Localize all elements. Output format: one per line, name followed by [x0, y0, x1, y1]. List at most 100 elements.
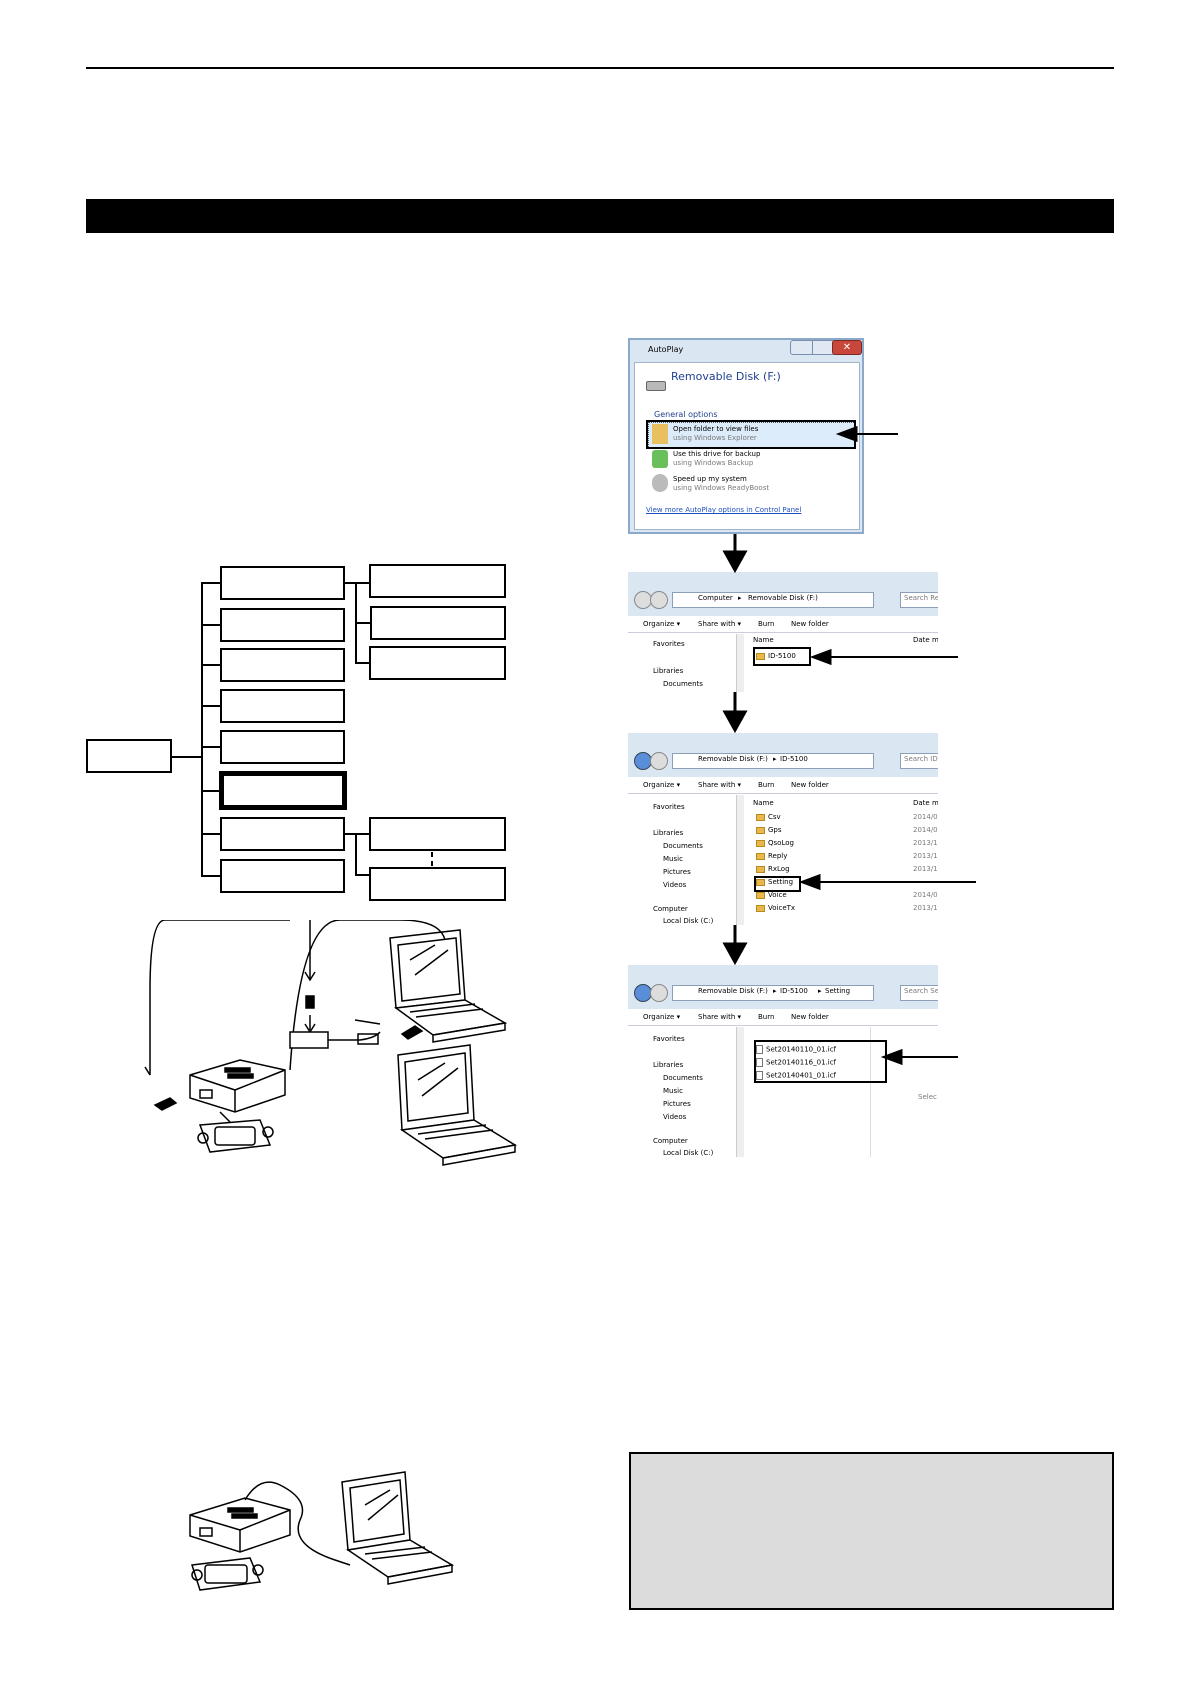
toolbar-new-folder[interactable]: New folder: [791, 781, 829, 789]
folder-label: ID-5100: [768, 652, 796, 660]
radio-sd-card-laptop-illustration: [144, 920, 518, 1166]
date-cell: 2013/1: [913, 839, 938, 847]
tree-box-1: [220, 566, 345, 600]
list-item[interactable]: QsoLog: [756, 839, 795, 852]
search-input[interactable]: [900, 592, 938, 608]
search-input[interactable]: [900, 753, 938, 769]
tree-sub-box-3: [369, 646, 506, 680]
breadcrumb-disk[interactable]: Removable Disk (F:): [698, 755, 768, 763]
column-name[interactable]: Name: [753, 799, 774, 807]
toolbar-burn[interactable]: Burn: [758, 1013, 775, 1021]
list-item[interactable]: Set20140110_01.icf: [756, 1045, 836, 1058]
list-item[interactable]: Set20140401_01.icf: [756, 1071, 836, 1084]
nav-music[interactable]: Music: [663, 855, 683, 863]
file-label: Set20140116_01.icf: [766, 1058, 837, 1067]
nav-libraries[interactable]: Libraries: [653, 667, 684, 675]
folder-id-5100[interactable]: ID-5100: [756, 652, 796, 661]
address-bar[interactable]: [672, 753, 874, 769]
nav-pictures[interactable]: Pictures: [663, 868, 691, 876]
forward-button[interactable]: [650, 591, 668, 609]
search-placeholder: Search Re: [904, 594, 938, 602]
toolbar-burn[interactable]: Burn: [758, 781, 775, 789]
search-placeholder: Search Se: [904, 987, 938, 995]
tree-sub-box-2: [370, 606, 506, 640]
breadcrumb-disk[interactable]: Removable Disk (F:): [748, 594, 818, 602]
highlight-setting-folder: [754, 876, 801, 892]
tree-box-5: [220, 730, 345, 764]
toolbar-share[interactable]: Share with ▾: [698, 620, 742, 628]
list-item[interactable]: Setting: [756, 878, 795, 891]
nav-scrollbar[interactable]: [736, 795, 744, 925]
list-item[interactable]: Csv: [756, 813, 795, 826]
close-button[interactable]: ✕: [832, 340, 862, 355]
folder-label: RxLog: [768, 865, 790, 873]
nav-documents[interactable]: Documents: [663, 1074, 703, 1082]
option-label[interactable]: Speed up my system: [673, 475, 747, 483]
list-item[interactable]: Voice: [756, 891, 795, 904]
folder-label: Voice: [768, 891, 787, 899]
nav-videos[interactable]: Videos: [663, 1113, 687, 1121]
toolbar-organize[interactable]: Organize ▾: [643, 1013, 681, 1021]
nav-scrollbar[interactable]: [736, 634, 744, 692]
window-controls: ✕: [790, 340, 862, 355]
breadcrumb-separator: ▸: [773, 755, 777, 763]
toolbar-organize[interactable]: Organize ▾: [643, 620, 681, 628]
file-label: Set20140110_01.icf: [766, 1045, 837, 1054]
address-bar[interactable]: [672, 592, 874, 608]
highlight-setting-files: [754, 1040, 887, 1083]
list-item[interactable]: VoiceTx: [756, 904, 795, 917]
nav-computer[interactable]: Computer: [653, 905, 688, 913]
option-label[interactable]: Use this drive for backup: [673, 450, 761, 458]
nav-documents[interactable]: Documents: [663, 842, 703, 850]
section-header-bar: [86, 199, 1114, 233]
folder-label: Reply: [768, 852, 788, 860]
date-cell: 2013/1: [913, 904, 938, 912]
folder-label: QsoLog: [768, 839, 794, 847]
column-date[interactable]: Date m: [913, 799, 938, 807]
readyboost-icon: [652, 474, 668, 492]
column-name[interactable]: Name: [753, 636, 774, 644]
folder-icon: [756, 826, 765, 834]
nav-libraries[interactable]: Libraries: [653, 1061, 684, 1069]
toolbar-new-folder[interactable]: New folder: [791, 620, 829, 628]
forward-button[interactable]: [650, 752, 668, 770]
folder-icon: [652, 424, 668, 444]
folder-icon: [756, 652, 765, 660]
more-autoplay-link[interactable]: View more AutoPlay options in Control Pa…: [646, 506, 802, 514]
disk-name: Removable Disk (F:): [671, 370, 781, 383]
breadcrumb-id-5100[interactable]: ID-5100: [780, 755, 808, 763]
nav-documents[interactable]: Documents: [663, 680, 703, 688]
breadcrumb-disk[interactable]: Removable Disk (F:): [698, 987, 768, 995]
search-input[interactable]: [900, 985, 938, 1001]
nav-favorites[interactable]: Favorites: [653, 640, 685, 648]
breadcrumb-id-5100[interactable]: ID-5100: [780, 987, 808, 995]
option-sub: using Windows ReadyBoost: [673, 484, 770, 492]
address-bar[interactable]: [672, 985, 874, 1001]
list-item[interactable]: Set20140116_01.icf: [756, 1058, 836, 1071]
toolbar-organize[interactable]: Organize ▾: [643, 781, 681, 789]
toolbar-burn[interactable]: Burn: [758, 620, 775, 628]
toolbar-share[interactable]: Share with ▾: [698, 1013, 742, 1021]
list-item[interactable]: Gps: [756, 826, 795, 839]
nav-videos[interactable]: Videos: [663, 881, 687, 889]
list-item[interactable]: RxLog: [756, 865, 795, 878]
nav-local-disk[interactable]: Local Disk (C:): [663, 1149, 714, 1157]
nav-favorites[interactable]: Favorites: [653, 1035, 685, 1043]
nav-favorites[interactable]: Favorites: [653, 803, 685, 811]
nav-scrollbar[interactable]: [736, 1027, 744, 1157]
file-icon: [756, 1071, 763, 1080]
breadcrumb-computer[interactable]: Computer: [698, 594, 733, 602]
folder-label: Csv: [768, 813, 781, 821]
nav-pictures[interactable]: Pictures: [663, 1100, 691, 1108]
forward-button[interactable]: [650, 984, 668, 1002]
toolbar-new-folder[interactable]: New folder: [791, 1013, 829, 1021]
nav-computer[interactable]: Computer: [653, 1137, 688, 1145]
breadcrumb-setting[interactable]: Setting: [825, 987, 851, 995]
column-date[interactable]: Date m: [913, 636, 938, 644]
list-item[interactable]: Reply: [756, 852, 795, 865]
nav-music[interactable]: Music: [663, 1087, 683, 1095]
nav-local-disk[interactable]: Local Disk (C:): [663, 917, 714, 925]
nav-libraries[interactable]: Libraries: [653, 829, 684, 837]
toolbar-share[interactable]: Share with ▾: [698, 781, 742, 789]
